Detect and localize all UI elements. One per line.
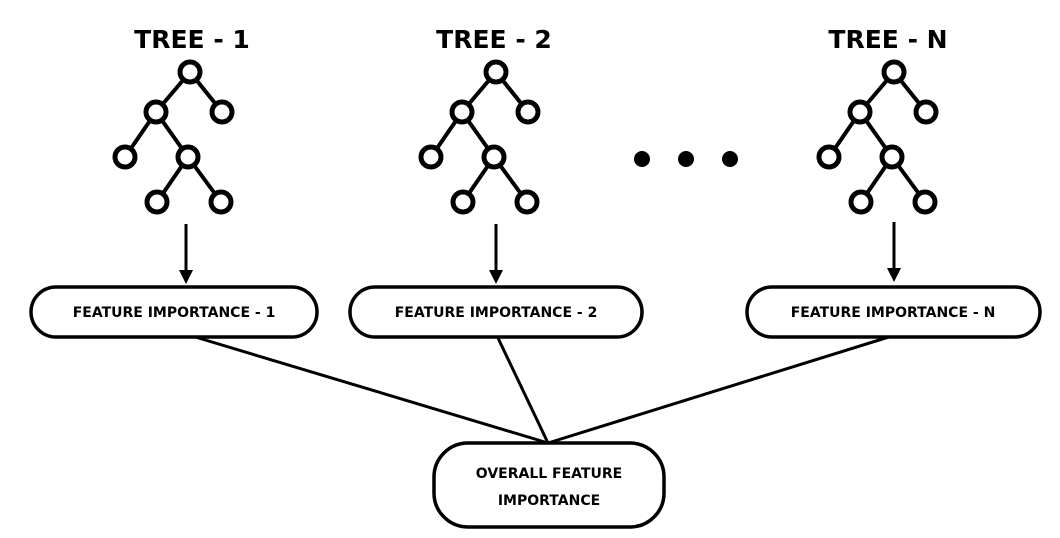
arrow-tree-2: [489, 224, 503, 284]
tree-1-title: TREE - 1: [134, 25, 250, 54]
feature-importance-label-1: FEATURE IMPORTANCE - 1: [73, 305, 276, 321]
feature-importance-label-2: FEATURE IMPORTANCE - 2: [395, 305, 598, 321]
connector-1: [191, 334, 549, 445]
tree-2-title: TREE - 2: [436, 25, 552, 54]
arrow-tree-1: [179, 224, 193, 284]
tree-2-icon: [418, 59, 541, 215]
feature-importance-box-n: FEATURE IMPORTANCE - N: [745, 285, 1042, 339]
tree-n-title: TREE - N: [828, 25, 947, 54]
overall-label-line-1: OVERALL FEATURE: [476, 466, 622, 482]
feature-importance-box-2: FEATURE IMPORTANCE - 2: [348, 285, 644, 339]
arrow-tree-n: [887, 222, 901, 282]
feature-importance-box-1: FEATURE IMPORTANCE - 1: [29, 285, 319, 339]
connector-n: [547, 334, 893, 445]
overall-label-line-2: IMPORTANCE: [498, 493, 600, 509]
tree-1-icon: [112, 59, 235, 215]
tree-n-icon: [816, 59, 939, 215]
ellipsis-dots: [634, 151, 738, 167]
connector-2: [496, 337, 550, 444]
overall-feature-importance-box: OVERALL FEATURE IMPORTANCE: [432, 441, 666, 529]
feature-importance-label-n: FEATURE IMPORTANCE - N: [791, 305, 996, 321]
